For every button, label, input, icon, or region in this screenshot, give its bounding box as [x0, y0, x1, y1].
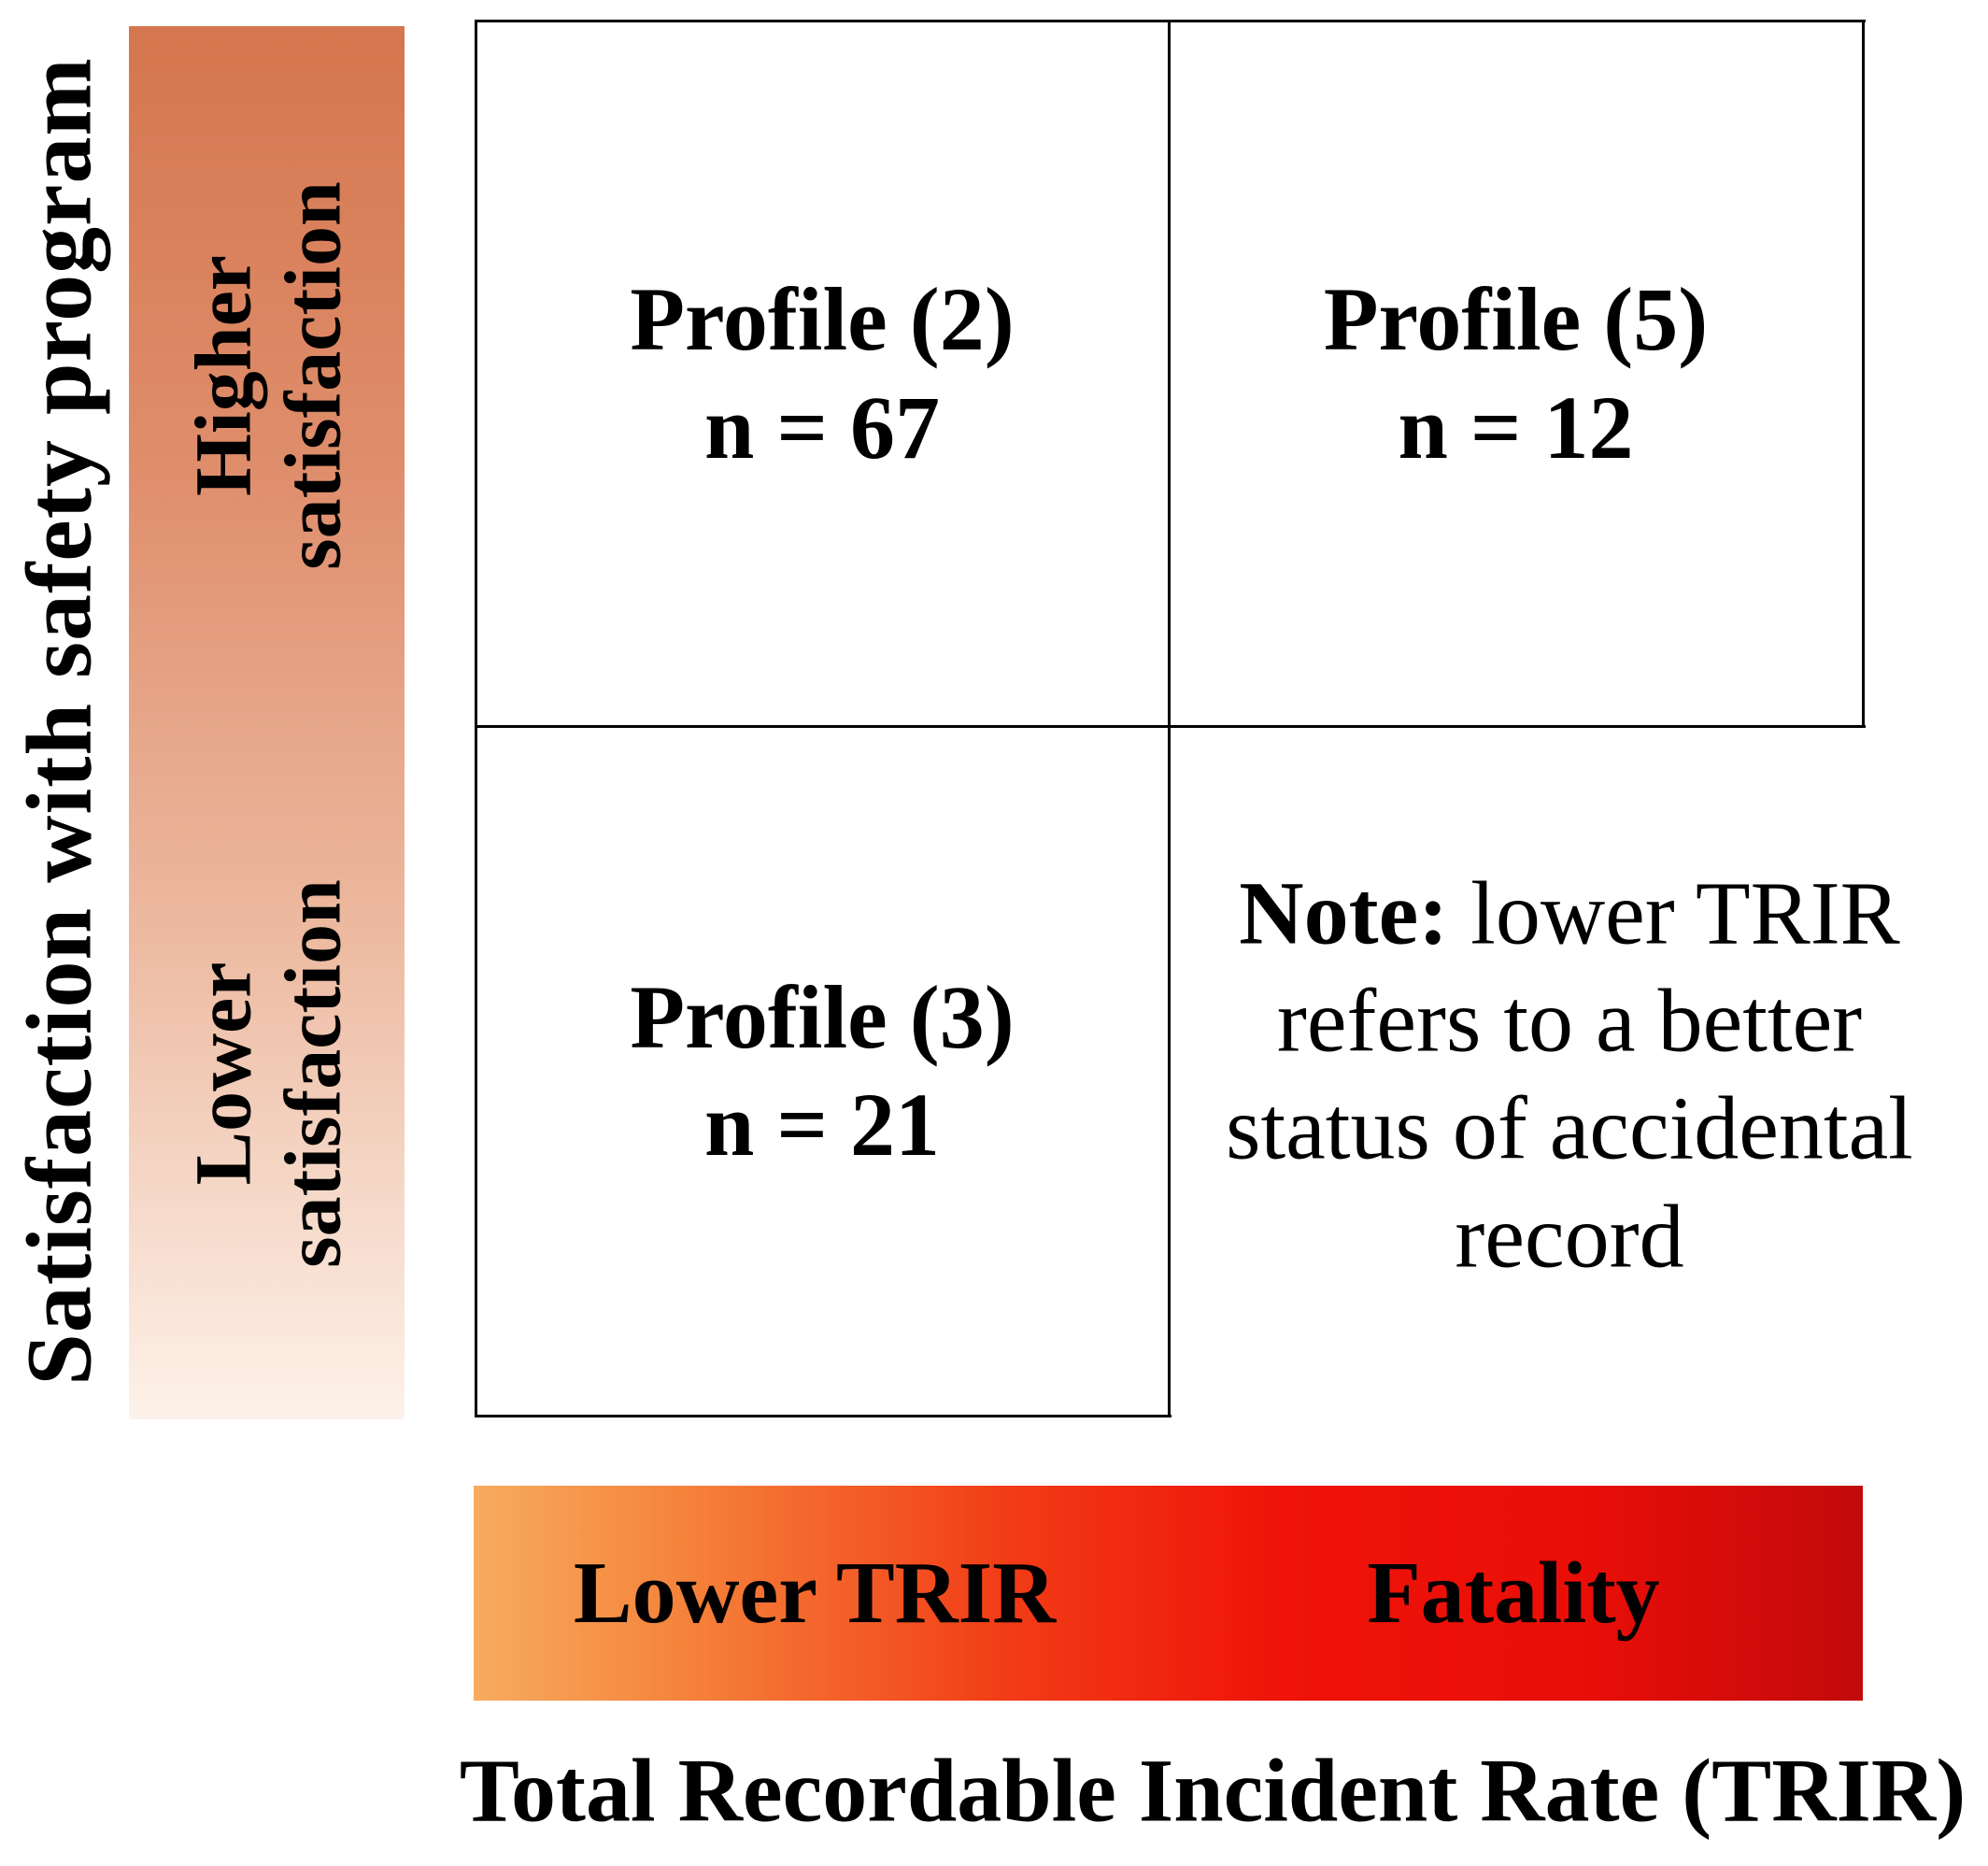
y-axis-gradient-bar [129, 26, 405, 1419]
note-text: Note: lower TRIR refers to a better stat… [1226, 860, 1913, 1290]
grid-line-middle-horizontal [476, 725, 1866, 728]
x-axis-lower-trir-label: Lower TRIR [573, 1545, 1057, 1642]
lower-label-line2: satisfaction [268, 879, 358, 1268]
note-line-1: Note: lower TRIR [1226, 860, 1913, 967]
quadrant-top-left-n: n = 67 [703, 377, 941, 477]
note-line-3: status of accidental [1226, 1078, 1913, 1178]
y-axis-lower-satisfaction-label: Lower satisfaction [178, 879, 359, 1268]
quadrant-bottom-left: Profile (3) n = 21 [476, 726, 1169, 1416]
grid-line-bottom [476, 1415, 1172, 1417]
grid-line-left [475, 20, 477, 1417]
higher-label-line1: Higher [178, 255, 268, 496]
x-axis-gradient-bar: Lower TRIR Fatality [474, 1486, 1863, 1701]
quadrant-bottom-left-title: Profile (3) [630, 966, 1015, 1067]
x-axis-fatality-label: Fatality [1367, 1545, 1660, 1642]
quadrant-top-right: Profile (5) n = 12 [1169, 21, 1863, 726]
quadrant-top-right-title: Profile (5) [1323, 269, 1709, 370]
quadrant-top-left-title: Profile (2) [630, 269, 1015, 370]
grid-line-middle-vertical [1168, 20, 1171, 1417]
lower-label-line1: Lower [178, 961, 268, 1186]
y-axis-title: Satisfaction with safety program [7, 57, 111, 1386]
higher-label-line2: satisfaction [268, 181, 358, 570]
note-line-1-rest: lower TRIR [1448, 862, 1900, 963]
note-line-2: refers to a better [1276, 970, 1863, 1071]
grid-line-right [1862, 20, 1865, 728]
note-line-4: record [1455, 1186, 1684, 1287]
grid-line-top [476, 20, 1866, 22]
note-prefix: Note: [1239, 862, 1449, 963]
x-axis-title: Total Recordable Incident Rate (TRIR) [459, 1740, 1967, 1841]
y-axis-higher-satisfaction-label: Higher satisfaction [178, 181, 359, 570]
quadrant-top-right-n: n = 12 [1398, 377, 1634, 477]
quadrant-top-left: Profile (2) n = 67 [476, 21, 1169, 726]
quadrant-bottom-left-n: n = 21 [703, 1075, 941, 1175]
